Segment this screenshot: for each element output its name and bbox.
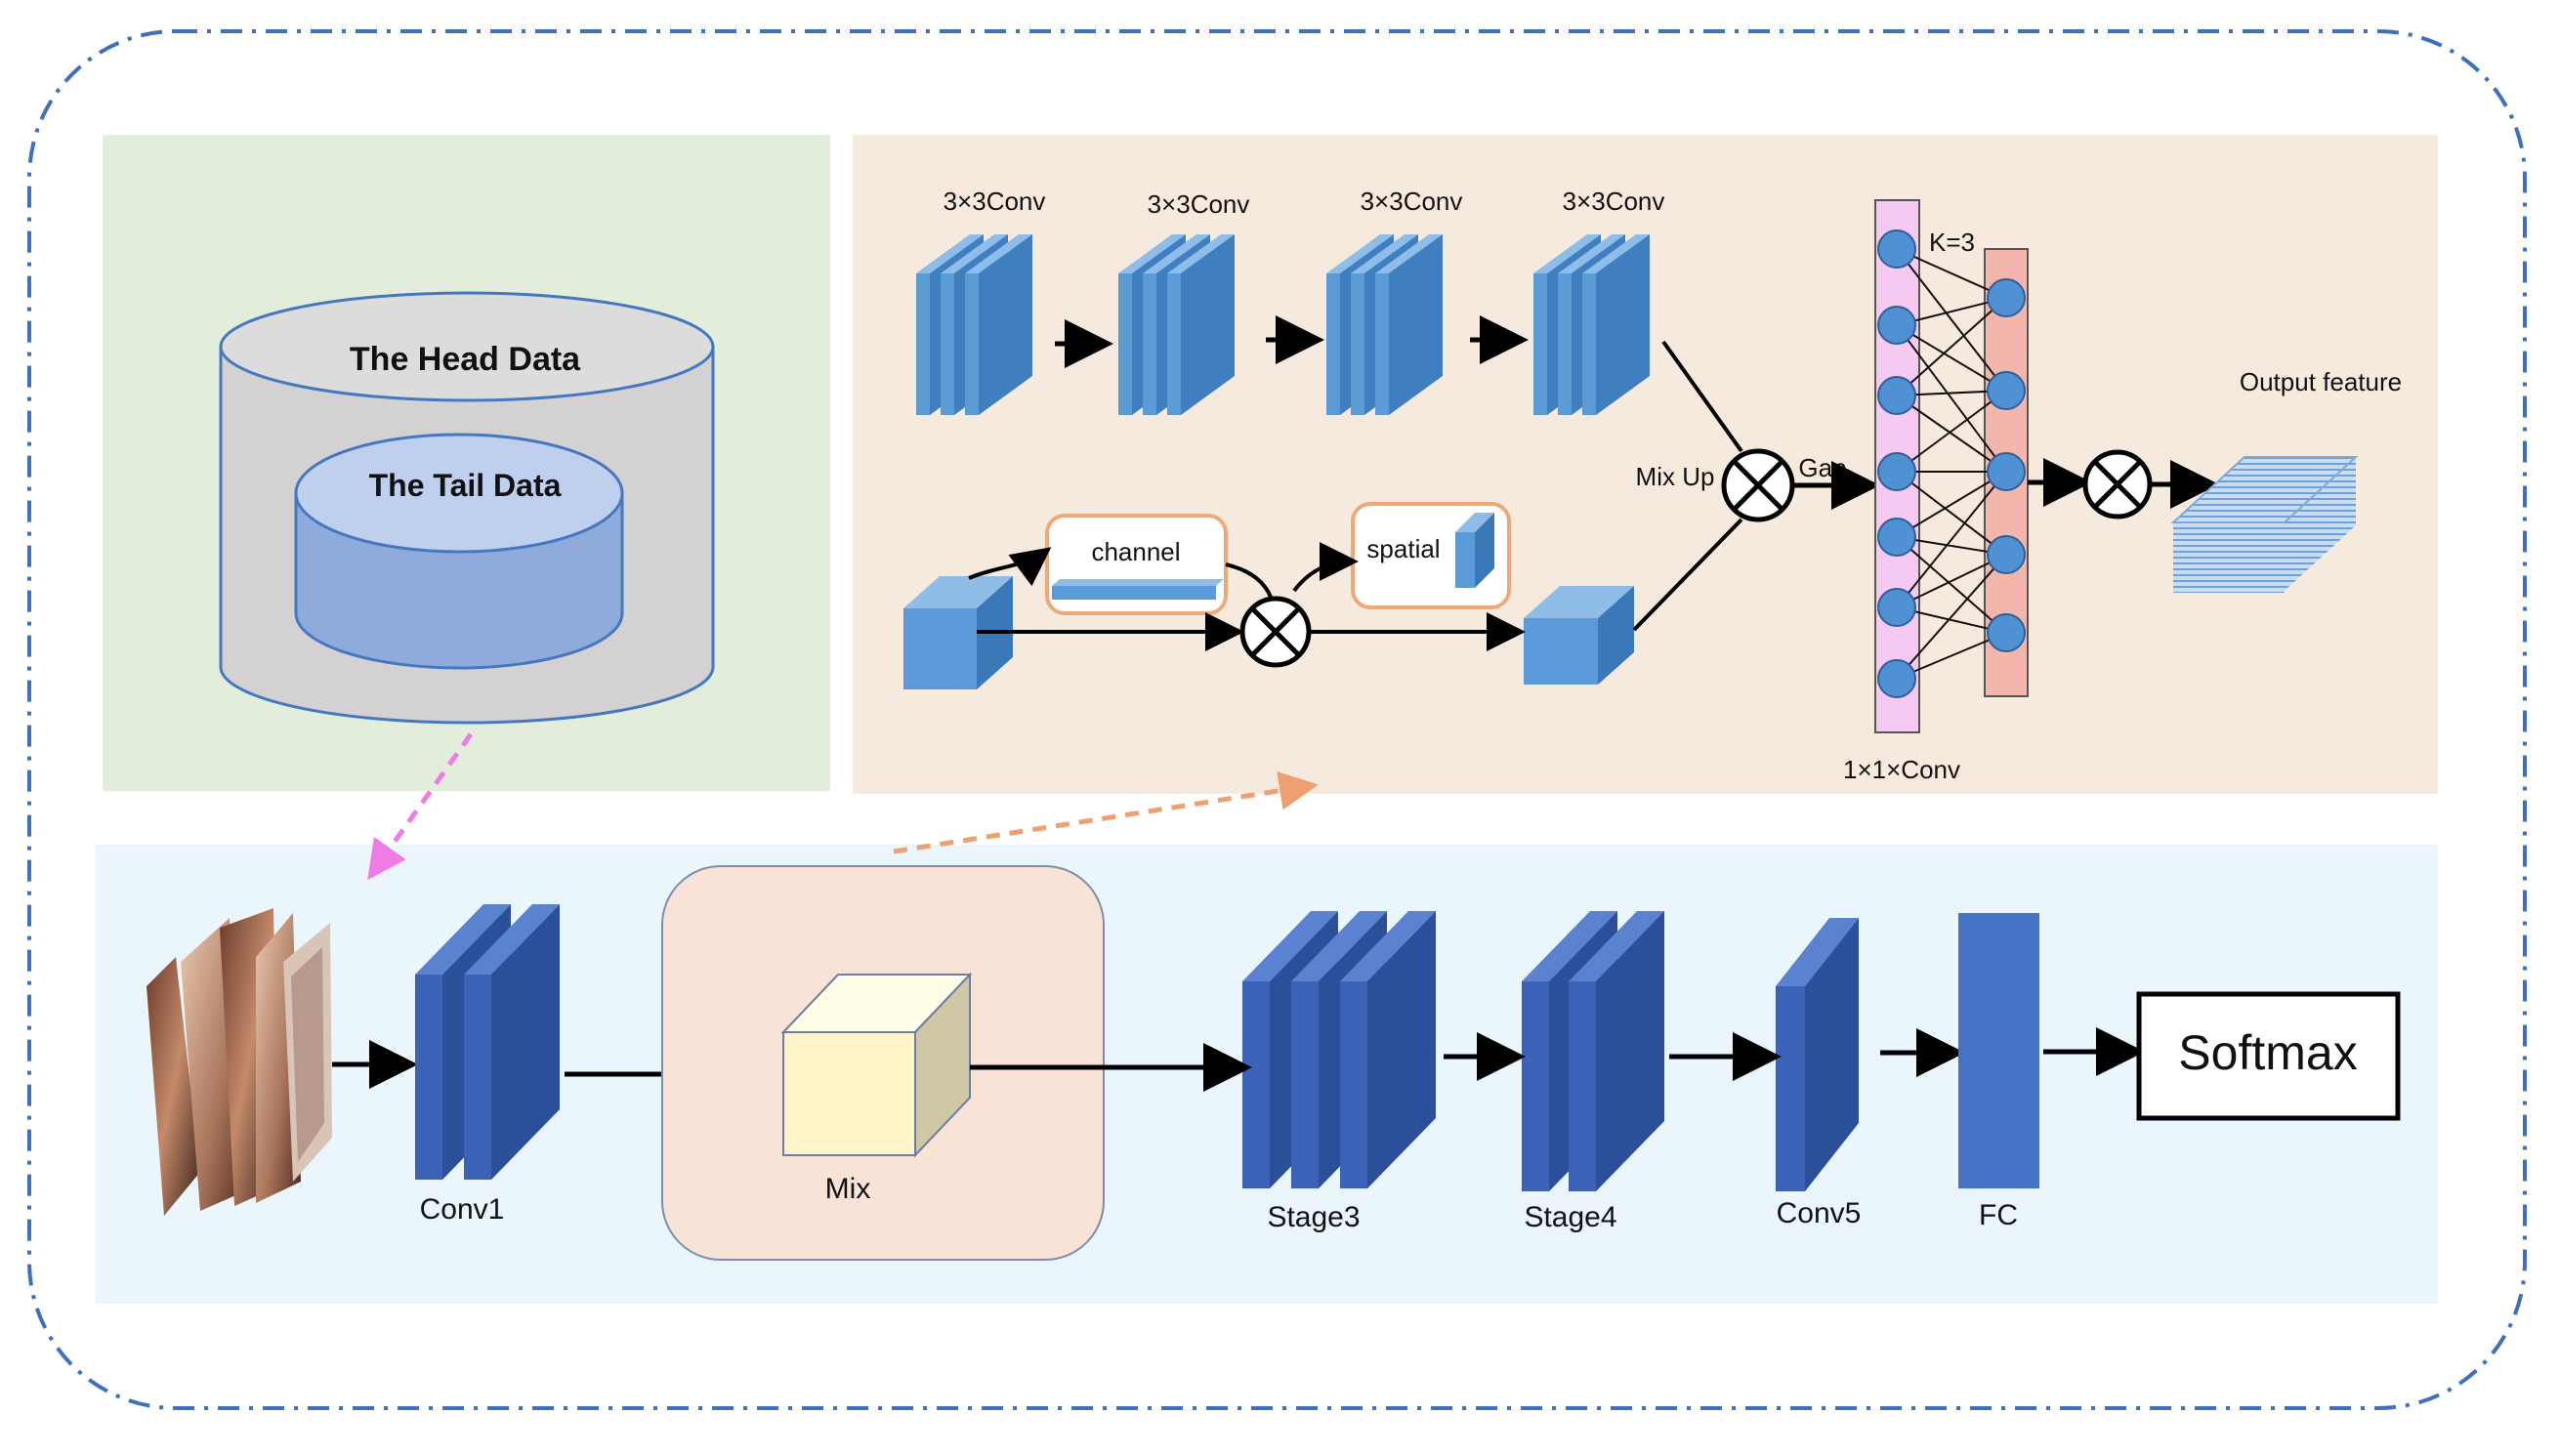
connection-line (1896, 536, 2007, 634)
connection-line (1896, 632, 2007, 680)
tail-data-label: The Tail Data (369, 468, 562, 503)
conv-label-2: 3×3Conv (1148, 189, 1250, 219)
softmax-box (2136, 991, 2401, 1121)
circled-times-icon (1239, 596, 1312, 668)
connection-line (1896, 471, 2007, 538)
connection-line (1896, 324, 2007, 473)
right-node-5 (1987, 613, 2026, 652)
right-node-1 (1987, 278, 2026, 317)
connection-line (1896, 248, 2007, 299)
left-node-6 (1877, 588, 1916, 627)
right-node-4 (1987, 535, 2026, 574)
arrow-to-channel (968, 547, 1052, 587)
conv5-stack-slab-1 (1776, 918, 1859, 1191)
conv-label-1: 3×3Conv (944, 187, 1046, 216)
connection-line (1896, 297, 2007, 396)
connection-line (1896, 554, 2007, 608)
conv-stack-1-slab-3 (965, 234, 1032, 415)
line-cube-to-mixup (1632, 518, 1743, 632)
line-conv-to-mixup (1661, 340, 1743, 453)
connection-line (1896, 324, 2007, 392)
left-node-5 (1877, 518, 1916, 557)
left-nodes (1877, 229, 1916, 698)
left-node-2 (1877, 306, 1916, 345)
mixup-multiply-icon (1721, 448, 1795, 522)
conv-stack-2-slab-3 (1167, 234, 1235, 415)
conv5-label: Conv5 (1777, 1197, 1862, 1229)
orange-dashed-connector (893, 770, 1319, 854)
mix-cube (780, 972, 973, 1158)
conv1-stack-slab-2 (464, 904, 560, 1180)
left-node-3 (1877, 376, 1916, 415)
pipeline-stacks (415, 904, 1859, 1191)
mixup-label: Mix Up (1636, 462, 1715, 491)
gap-label: Gap (1798, 453, 1846, 482)
fc-block (1958, 913, 2039, 1188)
outer-border (27, 29, 2527, 1410)
stage3-stack-slab-3 (1340, 911, 1436, 1188)
right-node-2 (1987, 371, 2026, 410)
pink-dashed-connector (367, 732, 474, 881)
connection-line (1896, 471, 2007, 608)
output-feature-block (2170, 456, 2359, 593)
arrow-to-spatial (1292, 542, 1359, 593)
k-label: K=3 (1929, 228, 1975, 257)
cylinder-database-icon (219, 291, 715, 725)
connection-line (1896, 395, 2007, 473)
conv1-label: Conv1 (420, 1193, 505, 1226)
connection-line (1896, 248, 2007, 392)
head-data-label: The Head Data (350, 341, 581, 378)
face-images-icon (147, 908, 332, 1216)
fc-label: FC (1979, 1199, 2018, 1231)
conv-stack-3-slab-3 (1375, 234, 1443, 415)
conv-label-3: 3×3Conv (1361, 187, 1463, 216)
left-node-4 (1877, 452, 1916, 491)
connection-line (1896, 390, 2007, 473)
left-node-7 (1877, 659, 1916, 698)
connection-line (1896, 471, 2007, 556)
right-node-3 (1987, 452, 2026, 491)
final-multiply-icon (2082, 449, 2153, 520)
stage3-label: Stage3 (1267, 1201, 1360, 1233)
conv1x1-label: 1×1×Conv (1843, 755, 1960, 784)
spatial-label: spatial (1366, 534, 1440, 563)
output-feature-label: Output feature (2240, 367, 2402, 396)
stage4-label: Stage4 (1524, 1201, 1616, 1233)
output-cube (1524, 586, 1634, 685)
left-node-1 (1877, 229, 1916, 269)
conv-label-4: 3×3Conv (1563, 187, 1665, 216)
channel-bar (1052, 579, 1224, 600)
conv-stacks (916, 234, 1650, 415)
mix-label: Mix (825, 1173, 871, 1205)
conv-stack-4-slab-3 (1582, 234, 1650, 415)
spatial-slab (1455, 513, 1494, 588)
connection-line (1896, 554, 2007, 680)
stage4-stack-slab-2 (1569, 911, 1664, 1191)
channel-label: channel (1091, 537, 1180, 566)
right-nodes (1987, 278, 2026, 652)
softmax-label: Softmax (2178, 1025, 2357, 1080)
